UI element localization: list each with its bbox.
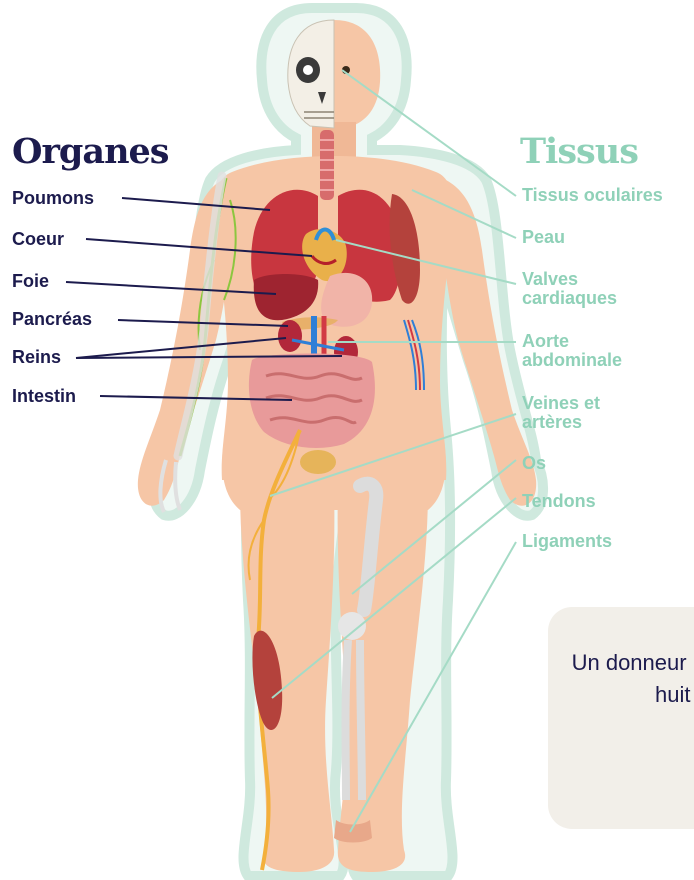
- organ-label-liver: Foie: [12, 271, 49, 291]
- tissue-label-abdominal-aorta: Aorte abdominale: [522, 332, 652, 370]
- tissue-label-skin: Peau: [522, 228, 694, 247]
- tissue-label-tendons: Tendons: [522, 492, 694, 511]
- bladder: [300, 450, 336, 474]
- organ-label-pancreas: Pancréas: [12, 309, 92, 329]
- trachea: [320, 130, 334, 200]
- tissue-label-ligaments: Ligaments: [522, 532, 694, 551]
- tissue-label-eye-tissue: Tissus oculaires: [522, 186, 694, 205]
- donor-note-text: Un donneur peut aider ou sauver jusqu'à …: [570, 647, 694, 711]
- tissues-heading: Tissus: [520, 134, 638, 169]
- organ-label-kidneys: Reins: [12, 347, 61, 367]
- organ-label-heart: Coeur: [12, 229, 64, 249]
- tissue-label-heart-valves: Valves cardiaques: [522, 270, 632, 308]
- organ-label-intestine: Intestin: [12, 386, 76, 406]
- donor-note-box: Un donneur peut aider ou sauver jusqu'à …: [548, 607, 694, 829]
- organ-label-lungs: Poumons: [12, 188, 94, 208]
- tissue-label-veins-arteries: Veines et artères: [522, 394, 632, 432]
- intestines: [249, 354, 375, 449]
- tissue-label-bones: Os: [522, 454, 694, 473]
- organs-heading: Organes: [12, 134, 169, 169]
